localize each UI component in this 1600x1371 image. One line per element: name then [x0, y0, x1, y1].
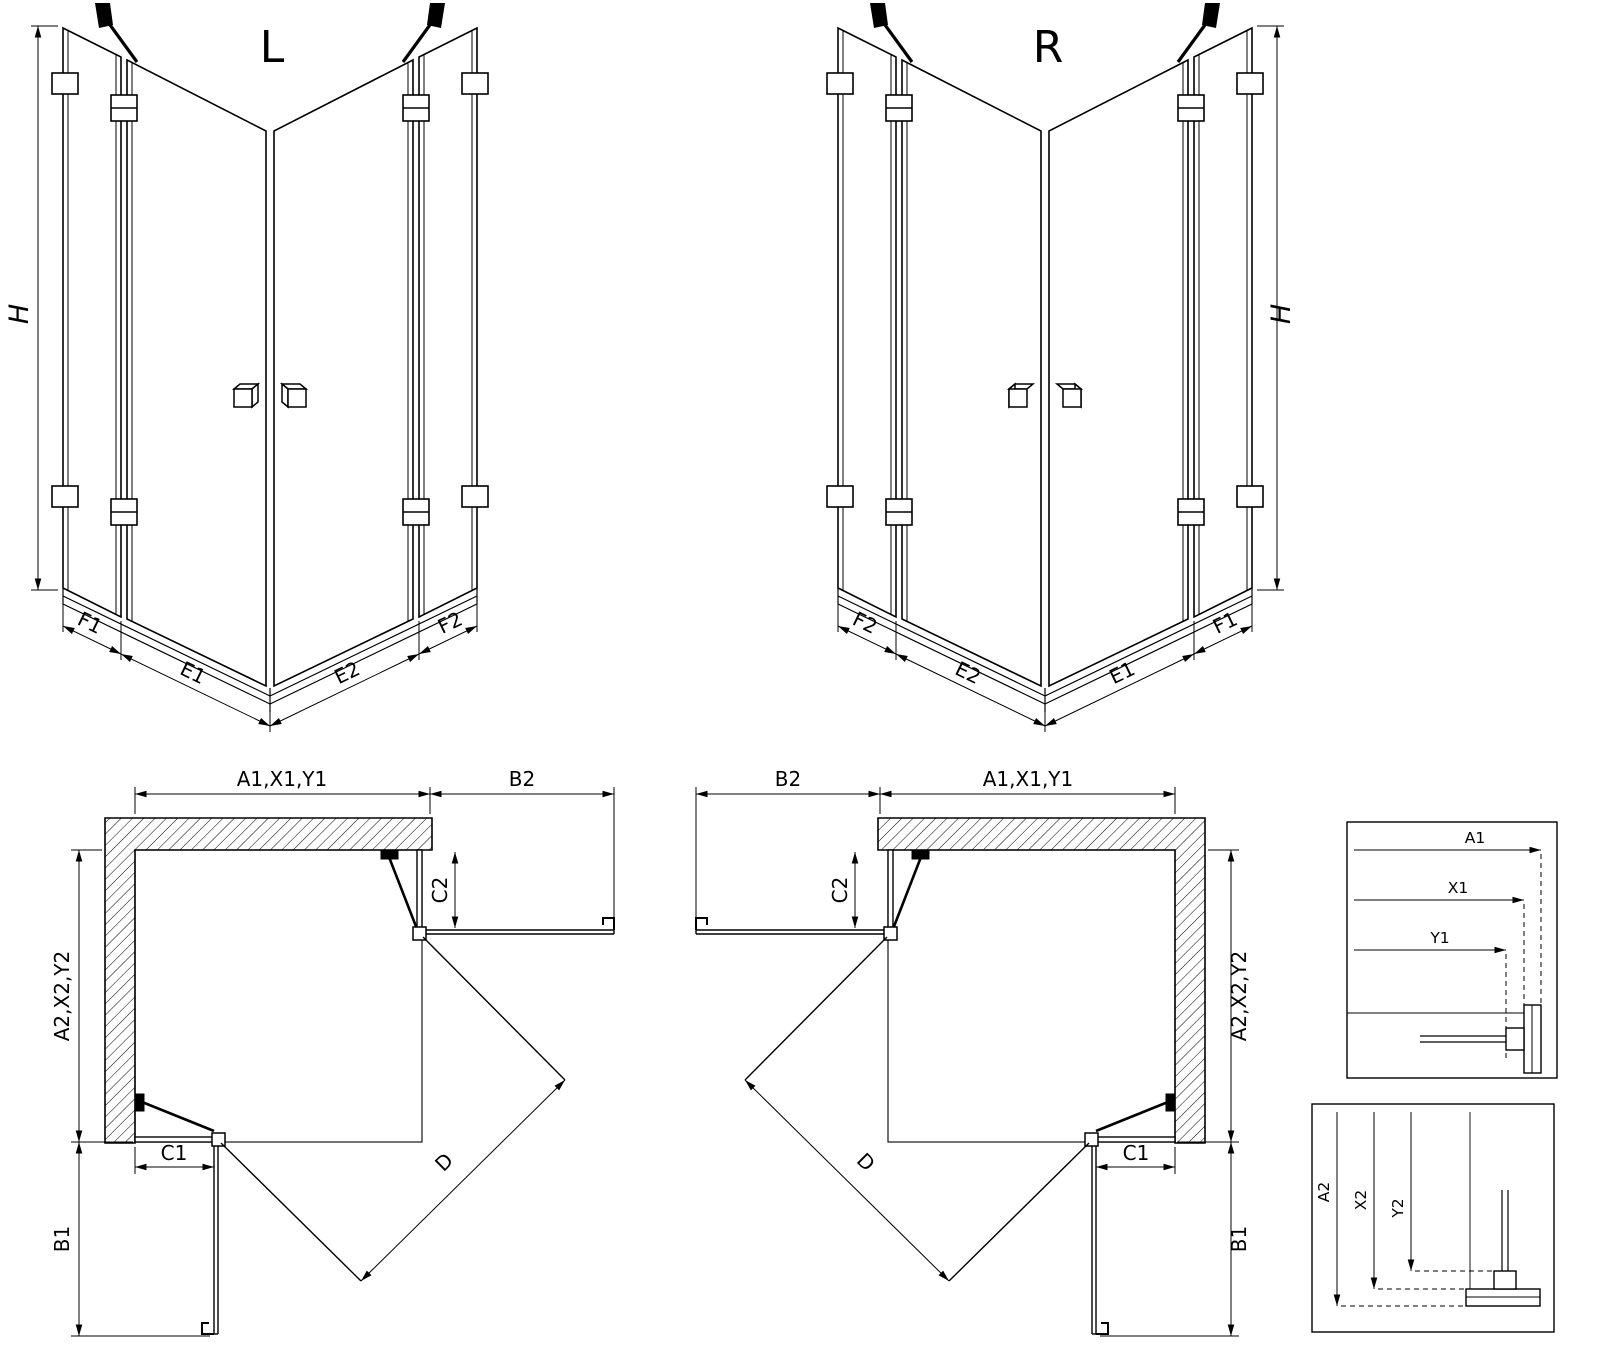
dim-label-b2: B2 — [509, 767, 535, 791]
fixed-panel-left — [887, 849, 894, 936]
plan-view-left: A1,X1,Y1 B2 A2,X2,Y2 C2 C1 B1 D — [50, 767, 615, 1337]
door-assembly-top-left — [695, 849, 930, 1081]
glass-panels — [62, 26, 478, 688]
dimension-bottom-lines — [837, 592, 1253, 732]
support-bar-right-icon — [1176, 3, 1220, 63]
dim-label-c2: C2 — [828, 877, 852, 904]
wall-bracket-icons — [51, 72, 489, 508]
door-assembly-top-right — [380, 849, 615, 1081]
detail-label-x1: X1 — [1448, 879, 1468, 897]
dim-label-d: D — [430, 1148, 458, 1176]
plan-view-right: B2 A1,X1,Y1 A2,X2,Y2 C2 C1 B1 D — [695, 767, 1251, 1337]
dimension-height — [1257, 25, 1284, 591]
detail-arrows — [1347, 846, 1542, 1060]
support-bar-right-icon — [401, 3, 445, 63]
door-handle-icons — [1006, 382, 1084, 409]
dim-label-b2: B2 — [775, 767, 801, 791]
tray-outline — [134, 849, 423, 1143]
hinge-icons — [885, 94, 1205, 526]
dim-label-a1x1y1: A1,X1,Y1 — [983, 767, 1074, 791]
dimension-lines — [695, 787, 1239, 1337]
perspective-view-right: H F2 E2 E1 F1 R — [826, 3, 1297, 732]
view-label-right: R — [1033, 22, 1064, 73]
dim-label-height: H — [4, 304, 35, 324]
perspective-view-left: H F1 E1 E2 F2 L — [4, 3, 489, 732]
view-label-left: L — [260, 22, 285, 73]
support-bar-left-icon — [870, 3, 914, 63]
door-assembly-bottom-right — [948, 1093, 1176, 1335]
dim-label-a1x1y1: A1,X1,Y1 — [237, 767, 328, 791]
door-handle-icons — [231, 382, 309, 409]
wall-bracket-icons — [826, 72, 1264, 508]
fixed-panel-right — [416, 849, 423, 936]
dimension-lines — [71, 787, 615, 1337]
walls-hatched — [104, 817, 433, 1144]
dim-label-a2x2y2: A2,X2,Y2 — [50, 951, 74, 1042]
detail-label-a2: A2 — [1315, 1182, 1333, 1202]
dim-label-d: D — [852, 1148, 880, 1176]
dim-label-b1: B1 — [1227, 1226, 1251, 1252]
detail-label-a1: A1 — [1465, 829, 1485, 847]
dim-label-a2x2y2: A2,X2,Y2 — [1227, 951, 1251, 1042]
tray-outline — [887, 849, 1176, 1143]
support-bar-left-icon — [95, 3, 139, 63]
door-assembly-bottom-left — [134, 1093, 362, 1335]
detail-box — [1311, 1103, 1555, 1333]
glass-panels — [837, 26, 1253, 688]
walls-hatched — [877, 817, 1206, 1144]
detail-label-x2: X2 — [1352, 1190, 1370, 1210]
dimension-height — [31, 25, 58, 591]
detail-label-y1: Y1 — [1429, 929, 1449, 947]
dimension-bottom-lines — [62, 592, 478, 732]
wall-profile-detail — [1465, 1190, 1541, 1307]
dim-label-c1: C1 — [1123, 1141, 1150, 1165]
wall-profile-detail — [1420, 1004, 1542, 1074]
dim-label-c2: C2 — [428, 877, 452, 904]
detail-width-diagram: A1 X1 Y1 — [1346, 821, 1558, 1079]
hinge-icons — [110, 94, 430, 526]
dim-label-c1: C1 — [161, 1141, 188, 1165]
detail-depth-diagram: A2 X2 Y2 — [1311, 1103, 1555, 1333]
dim-label-height: H — [1266, 304, 1297, 324]
dim-label-b1: B1 — [50, 1226, 74, 1252]
detail-label-y2: Y2 — [1389, 1198, 1407, 1218]
detail-box — [1346, 821, 1558, 1079]
